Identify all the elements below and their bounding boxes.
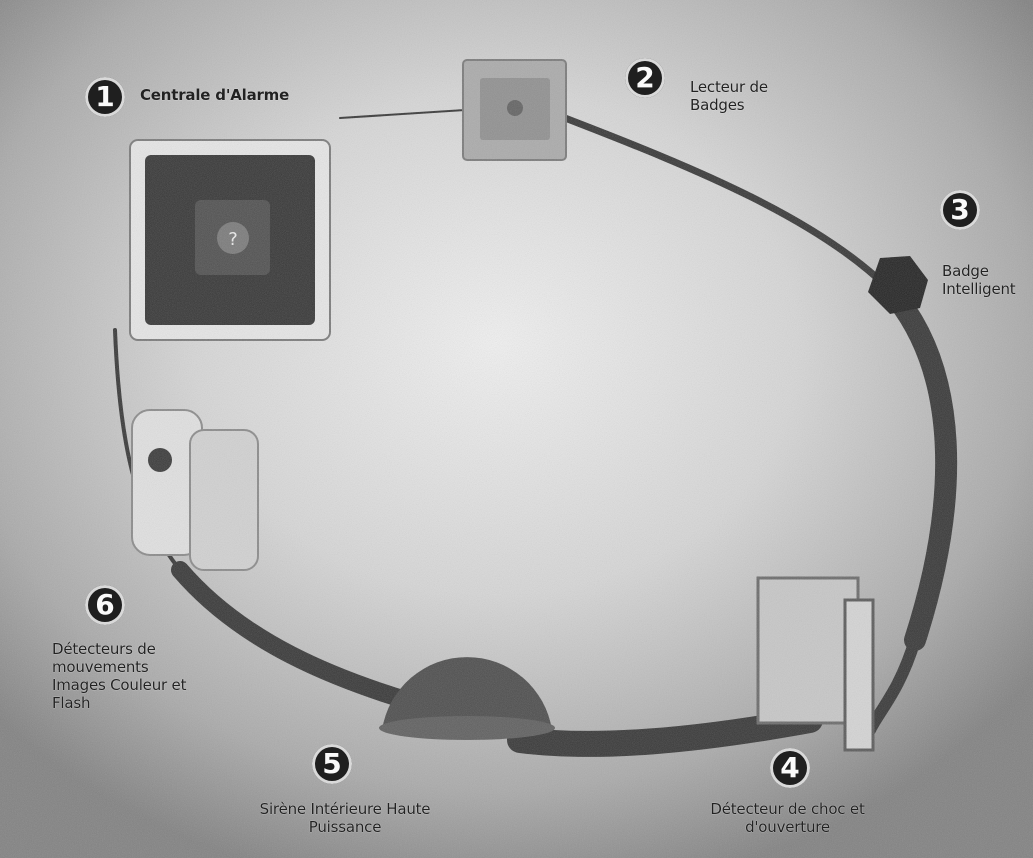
step-2-label: Lecteur de Badges [690,78,785,114]
step-5-badge: 5 [312,744,352,784]
step-5-label: Sirène Intérieure Haute Puissance [255,800,435,836]
step-4-badge: 4 [770,748,810,788]
step-3-label: Badge Intelligent [942,262,1027,298]
step-3-badge: 3 [940,190,980,230]
step-6-badge: 6 [85,585,125,625]
step-1-badge: 1 [85,77,125,117]
step-4-label: Détecteur de choc et d'ouverture [700,800,875,836]
step-6-label: Détecteurs de mouvements Images Couleur … [52,640,192,712]
step-1-label: Centrale d'Alarme [140,86,320,104]
step-2-badge: 2 [625,58,665,98]
